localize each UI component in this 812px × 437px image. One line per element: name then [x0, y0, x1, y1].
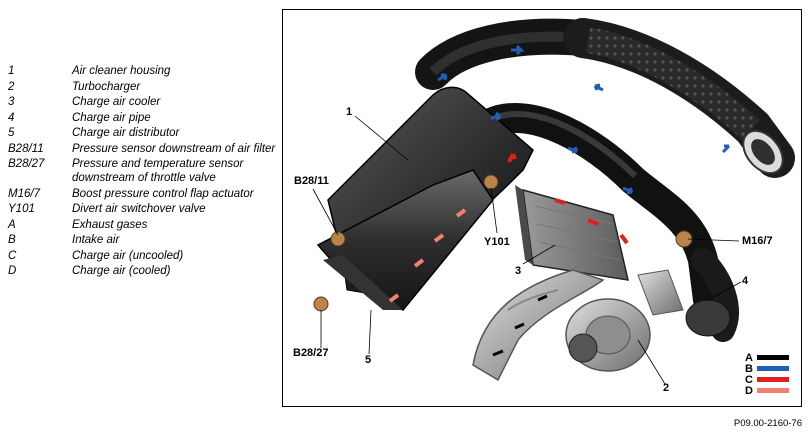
- flow-legend-item: B: [741, 363, 789, 375]
- diagram-illustration: [312, 18, 795, 385]
- engine-intake-diagram: 1 2 3 4 5 B28/11 B28/27 M16/7 Y101 A B C…: [282, 9, 802, 407]
- flow-legend-item: A: [741, 352, 789, 364]
- flow-legend-item: D: [741, 385, 789, 397]
- flow-swatch-a: [757, 355, 789, 360]
- callout-m16-7: M16/7: [742, 235, 773, 247]
- callout-2: 2: [663, 382, 670, 394]
- callout-b28-11: B28/11: [294, 175, 329, 187]
- callout-5: 5: [365, 354, 372, 366]
- flow-legend: A B C D: [741, 352, 789, 397]
- leader-lines: [312, 115, 742, 385]
- y101-valve: [483, 174, 499, 190]
- turbocharger: [565, 269, 731, 372]
- callout-4: 4: [742, 275, 749, 287]
- callout-b28-27: B28/27: [293, 347, 329, 359]
- figure-reference: P09.00-2160-76: [733, 418, 802, 429]
- callout-3: 3: [515, 265, 522, 277]
- exhaust-manifold: [472, 269, 605, 382]
- intake-air-tube: [415, 18, 795, 178]
- callout-y101: Y101: [484, 236, 510, 248]
- callout-1: 1: [346, 106, 353, 118]
- flow-arrows: [388, 44, 731, 357]
- flow-swatch-b: [757, 366, 789, 371]
- flow-legend-item: C: [741, 374, 789, 386]
- flow-swatch-c: [757, 377, 789, 382]
- b28-11-sensor: [330, 231, 346, 247]
- charge-air-cooler: [515, 185, 629, 281]
- b28-27-sensor: [313, 296, 329, 312]
- flow-swatch-d: [757, 388, 789, 393]
